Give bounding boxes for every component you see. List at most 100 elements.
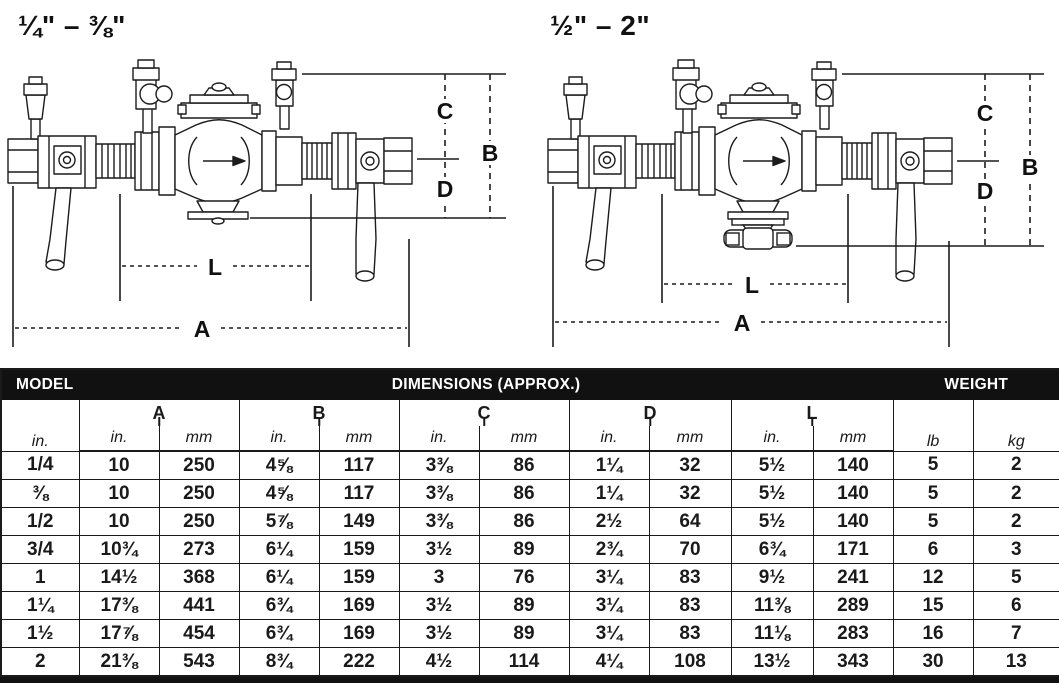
unit-model: in.: [0, 399, 80, 452]
cell-d-in: 3¼: [568, 563, 650, 592]
cell-model: ⅜: [0, 479, 80, 508]
cell-a-in: 17⅜: [78, 591, 160, 620]
cell-l-in: 5½: [730, 479, 814, 508]
diagram-title-small: ¼" – ⅜": [18, 10, 126, 41]
cell-a-in: 10: [78, 450, 160, 480]
units-row: in. mm in. mm in. mm in. mm in. mm: [1, 426, 1059, 452]
cell-l-mm: 343: [812, 647, 894, 677]
cell-a-in: 10: [78, 479, 160, 508]
cell-a-in: 10: [78, 507, 160, 536]
unit-a-in: in.: [78, 426, 160, 452]
cell-l-in: 11⅜: [730, 591, 814, 620]
dimension-labels: C B D L A: [734, 100, 1043, 336]
cell-c-in: 3⅜: [398, 450, 480, 480]
cell-b-in: 4⅝: [238, 450, 320, 480]
cell-c-in: 3½: [398, 535, 480, 564]
cell-l-mm: 140: [812, 450, 894, 480]
cell-model: 1/4: [0, 450, 80, 480]
cell-c-mm: 89: [478, 619, 570, 648]
cell-kg: 2: [972, 450, 1059, 480]
cell-kg: 13: [972, 647, 1059, 677]
unit-d-in: in.: [568, 426, 650, 452]
cell-l-in: 11⅛: [730, 619, 814, 648]
cell-kg: 3: [972, 535, 1059, 564]
cell-c-in: 3½: [398, 619, 480, 648]
cell-d-mm: 32: [648, 479, 732, 508]
cell-kg: 2: [972, 507, 1059, 536]
cell-a-mm: 441: [158, 591, 240, 620]
cell-a-mm: 250: [158, 479, 240, 508]
group-a: A: [78, 399, 240, 426]
cell-d-mm: 83: [648, 591, 732, 620]
cell-lb: 12: [892, 563, 974, 592]
cell-c-in: 3⅜: [398, 479, 480, 508]
group-c: C: [398, 399, 570, 426]
cell-l-mm: 283: [812, 619, 894, 648]
cell-a-in: 14½: [78, 563, 160, 592]
cell-d-in: 3¼: [568, 591, 650, 620]
cell-d-mm: 64: [648, 507, 732, 536]
table-row: 1½ 17⅞ 454 6¾ 169 3½ 89 3¼ 83 11⅛ 283 16…: [0, 619, 1059, 648]
cell-a-mm: 368: [158, 563, 240, 592]
group-d: D: [568, 399, 732, 426]
cell-model: 1: [0, 563, 80, 592]
cell-b-in: 4⅝: [238, 479, 320, 508]
dim-label-l: L: [208, 254, 222, 280]
cell-c-mm: 114: [478, 647, 570, 677]
diagram-large-sizes: ½" – 2": [540, 0, 1059, 368]
cell-c-mm: 86: [478, 450, 570, 480]
cell-d-mm: 83: [648, 563, 732, 592]
cell-kg: 5: [972, 563, 1059, 592]
cell-lb: 6: [892, 535, 974, 564]
cell-a-in: 21⅜: [78, 647, 160, 677]
cell-model: 1½: [0, 619, 80, 648]
cell-d-in: 4¼: [568, 647, 650, 677]
cell-l-in: 13½: [730, 647, 814, 677]
cell-model: 1¼: [0, 591, 80, 620]
cell-a-mm: 454: [158, 619, 240, 648]
cell-kg: 7: [972, 619, 1059, 648]
cell-a-mm: 273: [158, 535, 240, 564]
dimension-labels: C B D L A: [194, 98, 503, 342]
unit-b-in: in.: [238, 426, 320, 452]
table-row: 1 14½ 368 6¼ 159 3 76 3¼ 83 9½ 241 12 5: [0, 563, 1059, 592]
dim-label-d: D: [977, 178, 994, 204]
dim-label-c: C: [437, 98, 454, 124]
cell-kg: 2: [972, 479, 1059, 508]
cell-b-mm: 117: [318, 450, 400, 480]
dim-label-a: A: [194, 316, 211, 342]
cell-b-in: 6¼: [238, 563, 320, 592]
cell-l-mm: 171: [812, 535, 894, 564]
next-section-bar: [0, 677, 1059, 683]
cell-b-in: 6¾: [238, 591, 320, 620]
dim-label-c: C: [977, 100, 994, 126]
dimensions-table-body: 1/4 10 250 4⅝ 117 3⅜ 86 1¼ 32 5½ 140 5 2…: [0, 450, 1059, 677]
cell-c-mm: 89: [478, 535, 570, 564]
cell-l-mm: 140: [812, 507, 894, 536]
valve-assembly: [7, 59, 413, 282]
dimension-lines: [552, 73, 1044, 347]
valve-drawing-large: C B D L A: [547, 59, 1044, 347]
unit-c-in: in.: [398, 426, 480, 452]
dim-label-a: A: [734, 310, 751, 336]
header-weight: WEIGHT: [892, 368, 1059, 400]
cell-b-in: 6¾: [238, 619, 320, 648]
cell-b-mm: 117: [318, 479, 400, 508]
cell-a-in: 10¾: [78, 535, 160, 564]
table-row: 2 21⅜ 543 8¾ 222 4½ 114 4¼ 108 13½ 343 3…: [0, 647, 1059, 677]
cell-lb: 15: [892, 591, 974, 620]
cell-l-in: 5½: [730, 450, 814, 480]
cell-lb: 5: [892, 507, 974, 536]
cell-d-in: 2¾: [568, 535, 650, 564]
cell-b-mm: 222: [318, 647, 400, 677]
cell-lb: 5: [892, 450, 974, 480]
cell-c-mm: 76: [478, 563, 570, 592]
table-row: 3/4 10¾ 273 6¼ 159 3½ 89 2¾ 70 6¾ 171 6 …: [0, 535, 1059, 564]
valve-drawing-small: C B D L A: [7, 59, 506, 347]
cell-b-in: 5⅞: [238, 507, 320, 536]
table-row: 1¼ 17⅜ 441 6¾ 169 3½ 89 3¼ 83 11⅜ 289 15…: [0, 591, 1059, 620]
cell-d-mm: 108: [648, 647, 732, 677]
cell-a-mm: 250: [158, 450, 240, 480]
cell-a-in: 17⅞: [78, 619, 160, 648]
cell-d-mm: 83: [648, 619, 732, 648]
